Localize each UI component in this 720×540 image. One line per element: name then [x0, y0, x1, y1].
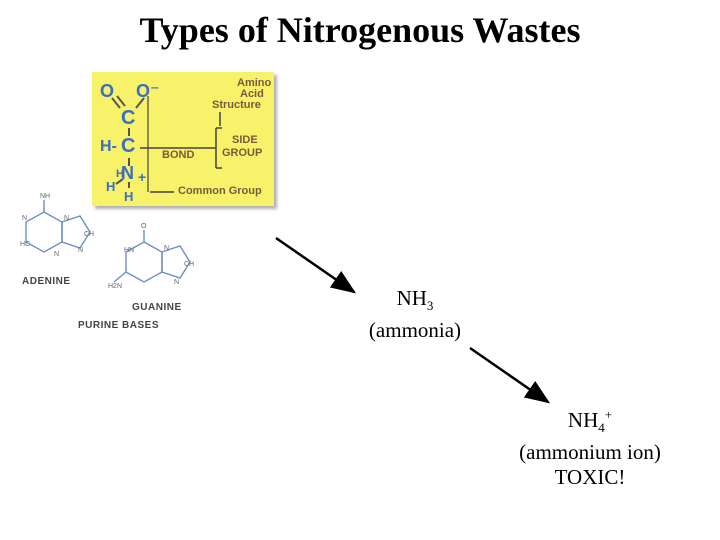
atom-hydrogen-alpha: H-: [100, 138, 117, 155]
ammonium-name: (ammonium ion): [519, 440, 661, 465]
svg-text:O: O: [141, 223, 147, 230]
guanine-label: GUANINE: [132, 302, 182, 313]
svg-text:HN: HN: [124, 247, 134, 254]
svg-text:N: N: [164, 245, 169, 252]
atom-carbon-alpha: C: [121, 135, 136, 157]
atom-carbon-carboxyl: C: [121, 107, 136, 129]
svg-text:NH: NH: [40, 193, 50, 200]
side-group-label-line2: GROUP: [222, 147, 263, 159]
bond-label: BOND: [162, 149, 195, 161]
atom-hydrogen-3: H: [116, 168, 124, 180]
purine-bases-caption: PURINE BASES: [78, 320, 160, 331]
svg-text:N: N: [22, 215, 27, 222]
adenine-label: ADENINE: [22, 276, 71, 287]
amino-acid-structure-figure: O O⁻ C H- C N + H H H Amino Acid Structu…: [92, 72, 274, 206]
svg-text:H2N: H2N: [108, 283, 122, 290]
ammonia-name: (ammonia): [368, 318, 462, 343]
svg-text:HC: HC: [20, 241, 30, 248]
arrow-to-ammonia: [275, 236, 357, 294]
svg-text:N: N: [64, 215, 69, 222]
atom-hydrogen-1: H: [106, 179, 116, 194]
heading-structure: Structure: [212, 99, 261, 111]
svg-text:N: N: [174, 279, 179, 286]
amino-acid-structure-drawing: [111, 95, 222, 193]
ammonia-block: NH3 (ammonia): [340, 286, 490, 343]
atom-oxygen: O: [100, 81, 115, 101]
charge-plus: +: [138, 169, 147, 185]
heading-amino: Amino: [237, 77, 272, 89]
ammonium-block: NH4+ (ammonium ion) TOXIC!: [490, 402, 690, 490]
arrow-to-ammonium: [469, 346, 551, 404]
side-group-label-line1: SIDE: [232, 134, 258, 146]
svg-text:CH: CH: [184, 261, 194, 268]
atom-oxygen-ion: O⁻: [136, 81, 160, 101]
ammonia-formula: NH3: [396, 286, 434, 314]
atom-nitrogen: N: [121, 163, 134, 183]
ammonium-formula: NH4+: [567, 407, 613, 436]
svg-text:N: N: [54, 251, 59, 258]
atom-hydrogen-2: H: [124, 189, 134, 204]
toxic-warning: TOXIC!: [554, 465, 626, 490]
common-group-label: Common Group: [178, 185, 262, 197]
svg-text:N: N: [78, 247, 83, 254]
svg-text:CH: CH: [84, 231, 94, 238]
slide-title: Types of Nitrogenous Wastes: [139, 10, 581, 50]
heading-acid: Acid: [240, 88, 264, 100]
purine-bases-figure: NH N N HC N CH N O HN N CH N H2N ADENINE GUANINE…: [14, 190, 254, 340]
purine-structures-drawing: NH N N HC N CH N O HN N CH N H2N: [20, 193, 194, 290]
